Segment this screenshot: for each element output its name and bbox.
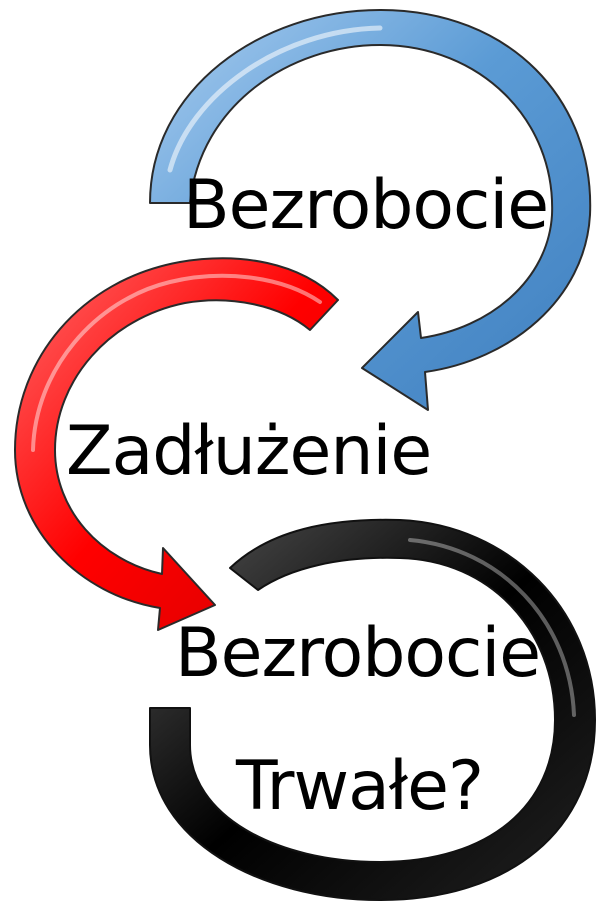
blue-cycle-arrow	[149, 9, 592, 411]
red-cycle-arrow	[14, 257, 339, 631]
label-bezrobocie-top: Bezrobocie	[183, 166, 549, 245]
label-zadluzenie: Zadłużenie	[66, 412, 432, 491]
black-cycle-ring	[149, 518, 596, 901]
label-trwale: Trwałe?	[236, 747, 484, 826]
label-bezrobocie-bottom: Bezrobocie	[175, 614, 541, 693]
